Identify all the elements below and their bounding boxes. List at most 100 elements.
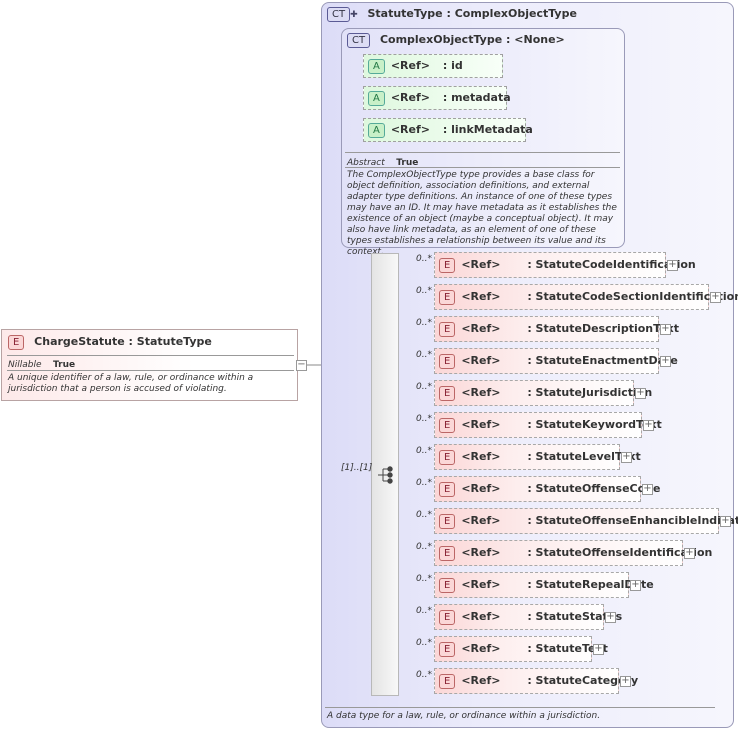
charge-statute-element[interactable]: E ChargeStatute : StatuteType Nillable T… <box>1 329 298 401</box>
element-occurrence: 0..* <box>416 670 432 680</box>
element-occurrence: 0..* <box>416 478 432 488</box>
element-occurrence: 0..* <box>416 446 432 456</box>
element-badge: E <box>8 335 25 350</box>
complex-type-badge: CT <box>347 33 371 48</box>
complex-object-type-title: CT ComplexObjectType : <None> <box>347 33 565 48</box>
element-ref: <Ref> <box>461 674 501 687</box>
expand-icon[interactable]: + <box>605 611 616 623</box>
element-ref: <Ref> <box>461 450 501 463</box>
sequence-occurrence: [1]..[1] <box>341 463 373 473</box>
sequence-element[interactable]: E<Ref>: StatuteKeywordText <box>434 412 662 438</box>
sequence-element[interactable]: E<Ref>: StatuteRepealDate <box>434 572 654 598</box>
attribute-ref: <Ref> <box>390 59 430 72</box>
element-name: : StatuteCategory <box>527 674 639 687</box>
statute-type-name: StatuteType <box>367 7 443 20</box>
sequence-element[interactable]: E<Ref>: StatuteJurisdiction <box>434 380 652 406</box>
element-badge: E <box>439 578 456 593</box>
element-badge: E <box>439 610 456 625</box>
abstract-label: Abstract <box>347 158 385 168</box>
element-ref: <Ref> <box>461 258 501 271</box>
expand-icon[interactable]: + <box>643 419 654 431</box>
element-badge: E <box>439 354 456 369</box>
sequence-element[interactable]: E<Ref>: StatuteOffenseEnhancibleIndicato… <box>434 508 738 534</box>
expand-icon[interactable]: + <box>660 355 671 367</box>
element-ref: <Ref> <box>461 290 501 303</box>
attribute-ref: <Ref> <box>390 123 430 136</box>
expand-icon[interactable]: + <box>710 291 721 303</box>
expand-icon[interactable]: + <box>667 259 678 271</box>
element-name: : StatuteStatus <box>527 610 623 623</box>
expand-icon[interactable]: + <box>593 643 604 655</box>
element-badge: E <box>439 290 456 305</box>
element-occurrence: 0..* <box>416 318 432 328</box>
element-occurrence: 0..* <box>416 638 432 648</box>
complex-extension-icon: ✚ <box>350 10 358 20</box>
element-ref: <Ref> <box>461 322 501 335</box>
expand-icon[interactable]: + <box>630 579 641 591</box>
element-ref: <Ref> <box>461 514 501 527</box>
divider <box>345 152 620 153</box>
element-occurrence: 0..* <box>416 574 432 584</box>
sequence-icon <box>378 466 393 484</box>
attribute-link-metadata[interactable]: A<Ref>: linkMetadata <box>363 118 533 142</box>
expand-icon[interactable]: + <box>635 387 646 399</box>
element-badge: E <box>439 450 456 465</box>
element-ref: <Ref> <box>461 418 501 431</box>
statute-type-documentation: A data type for a law, rule, or ordinanc… <box>327 711 601 721</box>
collapse-icon[interactable]: − <box>296 359 307 371</box>
expand-icon[interactable]: + <box>621 451 632 463</box>
sequence-element[interactable]: E <Ref> : StatuteCategory <box>434 668 638 694</box>
element-occurrence: 0..* <box>416 254 432 264</box>
element-occurrence: 0..* <box>416 510 432 520</box>
abstract-row: Abstract True <box>347 155 418 168</box>
expand-icon[interactable]: + <box>684 547 695 559</box>
element-badge: E <box>439 482 456 497</box>
attribute-id[interactable]: A <Ref> : id <box>363 54 503 78</box>
element-name: : StatuteDescriptionText <box>527 322 679 335</box>
attribute-metadata[interactable]: A<Ref>: metadata <box>363 86 511 110</box>
root-type: StatuteType <box>136 335 212 348</box>
attribute-name: : id <box>442 59 463 72</box>
expand-icon[interactable]: + <box>642 483 653 495</box>
element-badge: E <box>439 674 456 689</box>
element-name: : StatuteOffenseCode <box>527 482 661 495</box>
expand-icon[interactable]: + <box>620 675 631 687</box>
sequence-element[interactable]: E<Ref>: StatuteCodeSectionIdentification <box>434 284 738 310</box>
element-name: : StatuteJurisdiction <box>527 386 653 399</box>
complex-object-type-separator: : <box>506 33 511 46</box>
root-name: ChargeStatute <box>34 335 125 348</box>
attribute-badge: A <box>368 59 385 74</box>
sequence-element[interactable]: E <Ref> : StatuteEnactmentDate <box>434 348 678 374</box>
attribute-badge: A <box>368 123 385 138</box>
root-documentation: A unique identifier of a law, rule, or o… <box>8 373 254 394</box>
element-occurrence: 0..* <box>416 414 432 424</box>
sequence-element[interactable]: E <Ref> : StatuteDescriptionText <box>434 316 679 342</box>
root-separator: : <box>128 335 133 348</box>
divider <box>345 167 620 168</box>
element-occurrence: 0..* <box>416 350 432 360</box>
expand-icon[interactable]: + <box>720 515 731 527</box>
sequence-element[interactable]: E<Ref>: StatuteOffenseIdentification <box>434 540 712 566</box>
element-name: : StatuteOffenseEnhancibleIndicator <box>527 514 738 527</box>
nillable-row: Nillable True <box>8 357 75 370</box>
sequence-element[interactable]: E <Ref> : StatuteLevelText <box>434 444 641 470</box>
element-occurrence: 0..* <box>416 542 432 552</box>
element-name: : StatuteEnactmentDate <box>527 354 678 367</box>
sequence-element[interactable]: E<Ref>: StatuteText <box>434 636 608 662</box>
nillable-label: Nillable <box>8 360 42 370</box>
sequence-element[interactable]: E<Ref>: StatuteCodeIdentification <box>434 252 696 278</box>
sequence-element[interactable]: E<Ref>: StatuteOffenseCode <box>434 476 661 502</box>
attribute-ref: <Ref> <box>390 91 430 104</box>
element-badge: E <box>439 546 456 561</box>
expand-icon[interactable]: + <box>660 323 671 335</box>
element-badge: E <box>439 322 456 337</box>
element-name: : StatuteText <box>527 642 608 655</box>
element-name: : StatuteLevelText <box>527 450 641 463</box>
element-name: : StatuteRepealDate <box>527 578 654 591</box>
complex-object-type-base: <None> <box>514 33 565 46</box>
statute-type-separator: : <box>446 7 451 20</box>
element-badge: E <box>439 642 456 657</box>
sequence-element[interactable]: E <Ref> : StatuteStatus <box>434 604 622 630</box>
element-ref: <Ref> <box>461 610 501 623</box>
element-ref: <Ref> <box>461 354 501 367</box>
